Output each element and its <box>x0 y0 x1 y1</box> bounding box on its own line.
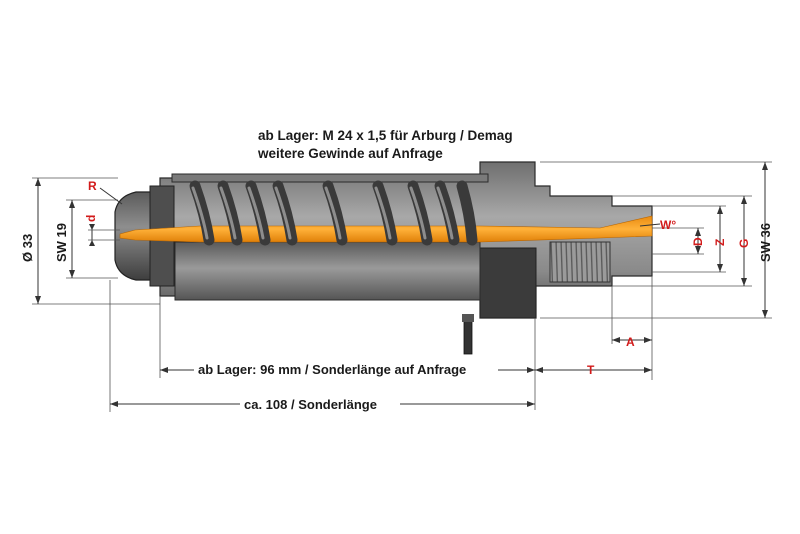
dim-label-dia-33: Ø 33 <box>20 234 35 262</box>
dim-label-sw-19: SW 19 <box>54 223 69 262</box>
header-line-1: ab Lager: M 24 x 1,5 für Arburg / Demag <box>258 128 513 143</box>
heater-coil <box>189 180 478 246</box>
dim-label-r: R <box>88 179 97 193</box>
dim-label-a: A <box>626 335 635 349</box>
dim-label-g: G <box>737 239 751 248</box>
dim-label-length-96: ab Lager: 96 mm / Sonderlänge auf Anfrag… <box>198 362 466 377</box>
dim-label-t: T <box>587 363 595 377</box>
dim-label-length-108: ca. 108 / Sonderlänge <box>244 397 377 412</box>
heater-coil-highlight <box>191 186 454 240</box>
dim-label-d-large: D <box>691 237 705 246</box>
dim-label-sw-36: SW 36 <box>758 223 773 262</box>
thermocouple-pin <box>462 314 474 355</box>
dim-label-z: Z <box>713 239 727 246</box>
dim-label-d: d <box>84 215 98 222</box>
dim-label-w: W° <box>660 218 676 232</box>
label-bg-96 <box>194 360 498 378</box>
label-bg-108 <box>240 395 400 413</box>
header-line-2: weitere Gewinde auf Anfrage <box>257 146 443 161</box>
